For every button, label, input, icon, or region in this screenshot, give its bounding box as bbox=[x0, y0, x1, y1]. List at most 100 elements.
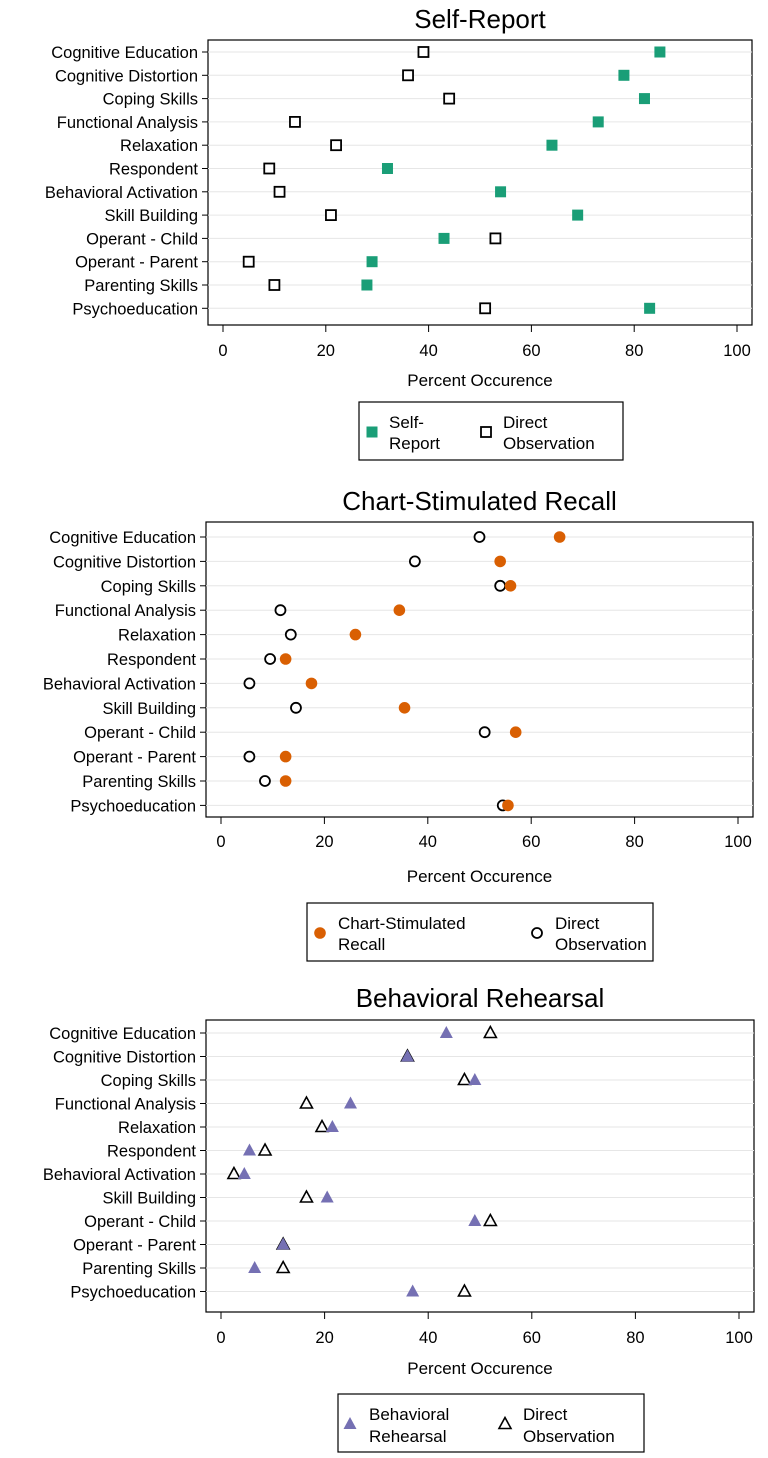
data-point bbox=[509, 726, 522, 738]
data-point bbox=[289, 116, 301, 128]
legend-label: Self- bbox=[389, 413, 424, 432]
data-point bbox=[299, 1095, 314, 1109]
data-point bbox=[654, 46, 666, 58]
data-point bbox=[483, 1024, 498, 1039]
legend-marker bbox=[497, 1415, 513, 1430]
data-point bbox=[618, 69, 630, 81]
data-point bbox=[457, 1283, 472, 1297]
data-point bbox=[325, 1120, 339, 1132]
data-point bbox=[248, 1261, 262, 1273]
data-point bbox=[273, 185, 286, 198]
x-tick-label: 40 bbox=[419, 1329, 437, 1347]
y-tick-label: Parenting Skills bbox=[82, 773, 196, 791]
x-tick-label: 0 bbox=[216, 1329, 225, 1347]
data-point bbox=[381, 163, 393, 174]
data-point bbox=[402, 69, 414, 82]
data-point bbox=[417, 46, 430, 58]
legend-marker bbox=[314, 927, 326, 939]
y-tick-label: Parenting Skills bbox=[82, 1260, 196, 1278]
x-tick-label: 60 bbox=[523, 1329, 541, 1347]
y-tick-label: Skill Building bbox=[102, 700, 196, 718]
y-tick-label: Psychoeducation bbox=[70, 797, 196, 815]
y-tick-label: Cognitive Distortion bbox=[55, 67, 198, 85]
data-point bbox=[553, 531, 566, 543]
data-point bbox=[483, 1212, 498, 1227]
data-point bbox=[546, 139, 558, 151]
data-point bbox=[495, 186, 507, 198]
data-point bbox=[592, 116, 604, 128]
data-point bbox=[305, 677, 318, 690]
y-tick-label: Functional Analysis bbox=[55, 1096, 196, 1114]
legend-marker bbox=[366, 426, 378, 438]
legend-marker bbox=[531, 927, 543, 939]
data-point bbox=[400, 1049, 414, 1062]
x-tick-label: 80 bbox=[626, 1329, 644, 1347]
y-tick-label: Behavioral Activation bbox=[43, 1166, 196, 1184]
data-point bbox=[330, 139, 342, 152]
y-tick-label: Cognitive Education bbox=[51, 44, 198, 62]
x-tick-label: 20 bbox=[317, 342, 335, 360]
data-point bbox=[320, 1190, 334, 1203]
data-point bbox=[242, 255, 255, 268]
data-point bbox=[284, 628, 297, 641]
data-point bbox=[439, 1026, 453, 1038]
y-tick-label: Operant - Child bbox=[84, 724, 196, 742]
y-tick-label: Cognitive Education bbox=[49, 529, 196, 547]
y-tick-label: Operant - Child bbox=[84, 1213, 196, 1231]
legend-label: Recall bbox=[338, 935, 385, 954]
data-point bbox=[226, 1165, 242, 1180]
legend-marker bbox=[480, 426, 492, 438]
data-point bbox=[349, 628, 362, 641]
data-point bbox=[243, 677, 256, 690]
data-point bbox=[393, 604, 406, 616]
y-tick-label: Operant - Parent bbox=[75, 254, 198, 272]
legend-marker bbox=[343, 1417, 357, 1429]
y-tick-label: Relaxation bbox=[118, 627, 196, 645]
legend-label: Direct bbox=[555, 914, 600, 933]
data-point bbox=[243, 750, 256, 763]
data-point bbox=[504, 580, 517, 592]
legend-label: Observation bbox=[555, 935, 647, 954]
x-tick-label: 20 bbox=[315, 833, 333, 851]
y-tick-label: Behavioral Activation bbox=[45, 184, 198, 202]
data-point bbox=[275, 1259, 291, 1274]
y-tick-label: Skill Building bbox=[104, 207, 198, 225]
data-point bbox=[406, 1284, 420, 1297]
data-point bbox=[468, 1214, 482, 1226]
data-point bbox=[443, 92, 456, 105]
legend-label: Observation bbox=[503, 434, 595, 453]
x-tick-label: 60 bbox=[522, 342, 540, 360]
data-point bbox=[299, 1189, 314, 1203]
data-point bbox=[638, 93, 650, 105]
y-tick-label: Skill Building bbox=[102, 1190, 196, 1208]
data-point bbox=[264, 653, 277, 665]
y-tick-label: Operant - Parent bbox=[73, 1237, 196, 1255]
data-point bbox=[314, 1118, 330, 1133]
data-point bbox=[325, 209, 337, 222]
plot-area bbox=[205, 1019, 755, 1313]
data-point bbox=[279, 775, 292, 787]
data-point bbox=[361, 279, 373, 291]
legend-label: Direct bbox=[523, 1405, 568, 1424]
x-tick-label: 100 bbox=[725, 1329, 753, 1347]
plot-area bbox=[205, 521, 754, 818]
data-point bbox=[468, 1073, 482, 1085]
chart-title: Behavioral Rehearsal bbox=[356, 983, 605, 1013]
y-tick-label: Respondent bbox=[107, 1143, 196, 1161]
x-tick-label: 0 bbox=[216, 833, 225, 851]
x-tick-label: 40 bbox=[419, 342, 437, 360]
data-point bbox=[279, 653, 292, 665]
data-point bbox=[408, 555, 421, 568]
y-tick-label: Cognitive Distortion bbox=[53, 1049, 196, 1067]
y-tick-label: Respondent bbox=[107, 651, 196, 669]
data-point bbox=[290, 701, 302, 714]
legend-label: Observation bbox=[523, 1427, 615, 1446]
legend-label: Chart-Stimulated bbox=[338, 914, 466, 933]
data-point bbox=[494, 555, 506, 568]
data-point bbox=[237, 1167, 251, 1179]
data-point bbox=[438, 232, 450, 244]
y-tick-label: Psychoeducation bbox=[70, 1284, 196, 1302]
legend-label: Report bbox=[389, 434, 440, 453]
